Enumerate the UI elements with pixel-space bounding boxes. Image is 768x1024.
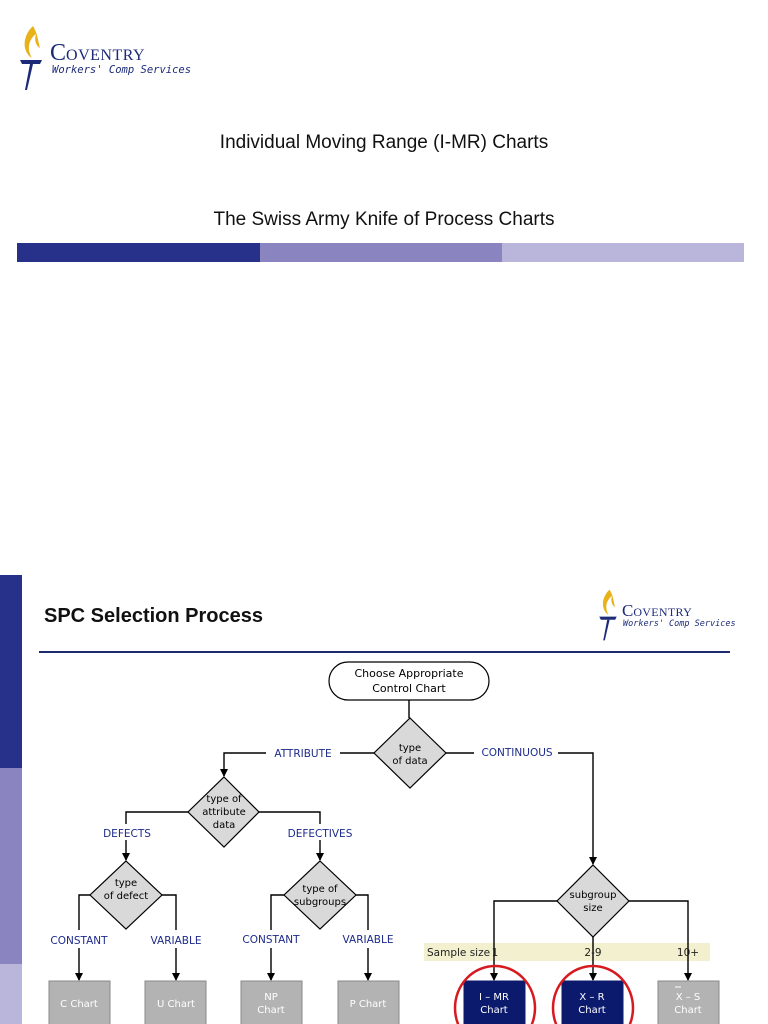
c-chart-box: [48, 980, 111, 1024]
type-of-defect-line-2: of defect: [104, 891, 148, 902]
subgroup-size-line-2: size: [583, 903, 602, 914]
sample-size-1: 1: [492, 947, 499, 959]
u-chart-box: [144, 980, 207, 1024]
title-band-segment-3: [502, 243, 744, 262]
side-band-segment-2: [0, 768, 22, 964]
type-of-subgroups-line-1: type of: [302, 884, 338, 895]
decision-type-of-defect: [89, 860, 163, 930]
p-chart-box: [337, 980, 400, 1024]
slide2-title: SPC Selection Process: [44, 605, 263, 627]
label-variable-subgroups: VARIABLE: [343, 934, 394, 946]
title-band-segment-2: [260, 243, 502, 262]
xs-chart-label-2: Chart: [674, 1005, 702, 1016]
connector-defect-constant: [79, 894, 90, 980]
u-chart-label: U Chart: [157, 999, 195, 1010]
logo-tagline: Workers' Comp Services: [623, 619, 736, 629]
connector-subgroups-variable: [356, 894, 368, 980]
coventry-logo-small: COVENTRY Workers' Comp Services: [596, 588, 736, 642]
start-label-line-2: Control Chart: [372, 682, 446, 695]
np-chart-label-1: NP: [264, 992, 278, 1003]
label-defectives: DEFECTIVES: [288, 828, 353, 840]
label-defects: DEFECTS: [103, 828, 151, 840]
label-continuous: CONTINUOUS: [481, 747, 552, 759]
connector-subgroups-constant: [271, 894, 284, 980]
sample-size-band: [424, 943, 710, 961]
connector-attribute: [224, 752, 374, 776]
type-of-attribute-line-2: attribute: [202, 807, 246, 818]
imr-chart-label-1: I – MR: [479, 992, 509, 1003]
decision-subgroup-size: [556, 864, 630, 938]
sample-size-label: Sample size: [427, 947, 490, 959]
side-band-segment-1: [0, 575, 22, 768]
label-variable-defect: VARIABLE: [151, 935, 202, 947]
sample-size-2-9: 2-9: [584, 947, 601, 959]
imr-chart-label-2: Chart: [480, 1005, 508, 1016]
torch-icon: [20, 26, 42, 90]
subgroup-size-line-1: subgroup: [570, 890, 617, 901]
logo-name: OVENTRY: [66, 47, 146, 64]
logo-name: OVENTRY: [633, 605, 693, 619]
connector-subgroup-10: [629, 900, 692, 981]
side-band-segment-3: [0, 964, 22, 1024]
slide1-title: Individual Moving Range (I-MR) Charts: [219, 132, 549, 153]
sample-size-10-plus: 10+: [677, 947, 699, 959]
start-label-line-1: Choose Appropriate: [355, 667, 464, 680]
decision-type-of-subgroups: [283, 860, 357, 930]
xs-chart-label-1: X – S: [676, 992, 701, 1003]
title-band-segment-1: [17, 243, 260, 262]
connector-defectives: [259, 811, 320, 860]
connectors: [79, 700, 692, 981]
np-chart-label-2: Chart: [257, 1005, 285, 1016]
xr-chart-box: [561, 980, 624, 1024]
c-chart-label: C Chart: [60, 999, 98, 1010]
xr-highlight-ring: [551, 964, 635, 1024]
imr-chart-box: [463, 980, 526, 1024]
label-constant-subgroups: CONSTANT: [242, 934, 300, 946]
decision-type-of-data: [373, 717, 447, 789]
type-of-attribute-line-3: data: [213, 820, 236, 831]
logo-initial: C: [622, 601, 634, 620]
p-chart-label: P Chart: [350, 999, 387, 1010]
label-attribute: ATTRIBUTE: [274, 748, 331, 760]
connector-defects: [126, 811, 188, 860]
header-rule: [39, 651, 730, 653]
xr-chart-label-1: X – R: [579, 992, 604, 1003]
coventry-logo: COVENTRY Workers' Comp Services: [16, 24, 196, 92]
connector-subgroup-1: [490, 900, 557, 981]
np-chart-box: [240, 980, 303, 1024]
type-of-defect-line-1: type: [115, 878, 137, 889]
logo-tagline: Workers' Comp Services: [52, 64, 192, 76]
label-constant-defect: CONSTANT: [50, 935, 108, 947]
logo-initial: C: [50, 40, 67, 66]
type-of-data-line-2: of data: [392, 756, 427, 767]
type-of-subgroups-line-2: subgroups: [294, 897, 346, 908]
connector-defect-variable: [162, 894, 176, 980]
torch-icon: [599, 589, 617, 641]
imr-highlight-ring: [453, 964, 537, 1024]
start-terminator: [328, 661, 490, 701]
type-of-attribute-line-1: type of: [206, 794, 242, 805]
slide1-subtitle: The Swiss Army Knife of Process Charts: [213, 209, 555, 230]
type-of-data-line-1: type: [399, 743, 421, 754]
xs-chart-box: [657, 980, 720, 1024]
decision-type-of-attribute: [187, 776, 260, 848]
xr-chart-label-2: Chart: [578, 1005, 606, 1016]
connector-continuous: [446, 752, 593, 864]
